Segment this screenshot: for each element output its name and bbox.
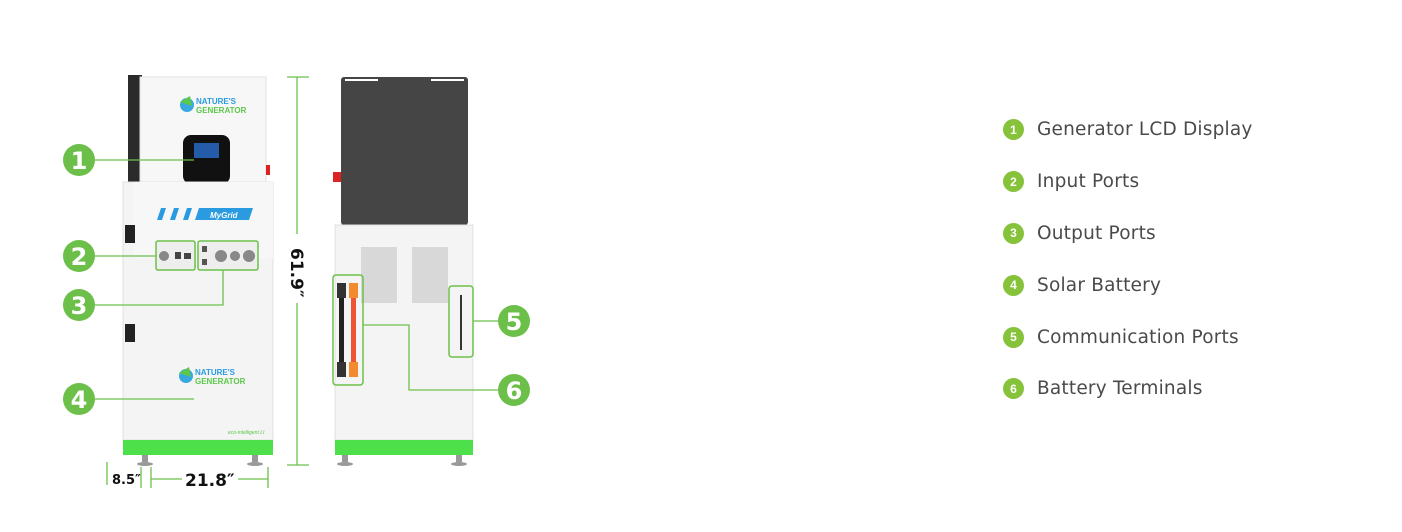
- depth-dimension: 8.5″: [112, 473, 141, 488]
- callout-2: 2: [63, 240, 95, 272]
- legend-label: Battery Terminals: [1037, 378, 1203, 400]
- width-dimension: 21.8″: [185, 471, 235, 491]
- feet: [337, 455, 467, 466]
- legend-number-badge: 5: [1003, 326, 1024, 348]
- back-cabinet: [334, 224, 474, 441]
- svg-text:GENERATOR: GENERATOR: [196, 106, 247, 115]
- dimension-lines: [106, 76, 309, 488]
- brand-logo-top: NATURE'S GENERATOR: [180, 96, 247, 115]
- green-base: [335, 440, 473, 455]
- feet: [137, 455, 263, 466]
- mygrid-stripe: MyGrid: [157, 208, 253, 220]
- svg-text:NATURE'S: NATURE'S: [195, 368, 236, 377]
- red-switch: [333, 172, 341, 182]
- legend-label: Solar Battery: [1037, 274, 1162, 296]
- callout-3: 3: [63, 289, 95, 321]
- red-switch: [266, 165, 270, 175]
- svg-text:3: 3: [71, 292, 88, 320]
- back-panel-dark: [341, 77, 468, 225]
- legend-number-badge: 4: [1003, 274, 1024, 296]
- legend-item: 2 Input Ports: [1003, 156, 1253, 208]
- svg-text:5: 5: [506, 308, 523, 336]
- legend-number-badge: 2: [1003, 171, 1024, 193]
- legend-item: 4 Solar Battery: [1003, 259, 1253, 311]
- svg-text:1: 1: [71, 147, 88, 175]
- svg-text:6: 6: [506, 377, 523, 405]
- green-base: [123, 440, 273, 455]
- legend-label: Output Ports: [1037, 222, 1156, 244]
- lcd-screen: [194, 143, 219, 158]
- vent-grille: [412, 247, 448, 303]
- inverter-side: [128, 75, 142, 183]
- brand-logo-bottom: NATURE'S GENERATOR: [179, 367, 246, 386]
- legend-item: 5 Communication Ports: [1003, 311, 1253, 363]
- tagline: eco-intelligent LI: [228, 430, 265, 436]
- legend-number-badge: 1: [1003, 119, 1024, 141]
- legend-item: 6 Battery Terminals: [1003, 363, 1253, 415]
- svg-text:MyGrid: MyGrid: [210, 211, 239, 220]
- battery-terminals: [332, 274, 364, 386]
- callout-6: 6: [498, 374, 530, 406]
- front-unit: NATURE'S GENERATOR MyGrid NATURE'S GENER…: [122, 75, 274, 466]
- output-ports: [197, 240, 259, 271]
- height-dimension: 61.9″: [286, 248, 306, 298]
- legend-number-badge: 3: [1003, 222, 1024, 244]
- legend-item: 3 Output Ports: [1003, 208, 1253, 260]
- vent-grille: [361, 247, 397, 303]
- legend-number-badge: 6: [1003, 378, 1024, 400]
- svg-text:GENERATOR: GENERATOR: [195, 377, 246, 386]
- legend: 1 Generator LCD Display 2 Input Ports 3 Out…: [1003, 104, 1253, 415]
- callout-4: 4: [63, 383, 95, 415]
- legend-label: Input Ports: [1037, 171, 1140, 193]
- legend-label: Generator LCD Display: [1037, 119, 1253, 141]
- callout-1: 1: [63, 144, 95, 176]
- callout-5: 5: [498, 305, 530, 337]
- svg-text:NATURE'S: NATURE'S: [196, 97, 237, 106]
- breaker: [125, 225, 135, 243]
- back-unit: [332, 77, 474, 466]
- legend-item: 1 Generator LCD Display: [1003, 104, 1253, 156]
- svg-text:4: 4: [71, 386, 88, 414]
- svg-text:2: 2: [71, 243, 88, 271]
- legend-label: Communication Ports: [1037, 326, 1239, 348]
- breaker: [125, 324, 135, 342]
- callout-leaders: [95, 159, 498, 400]
